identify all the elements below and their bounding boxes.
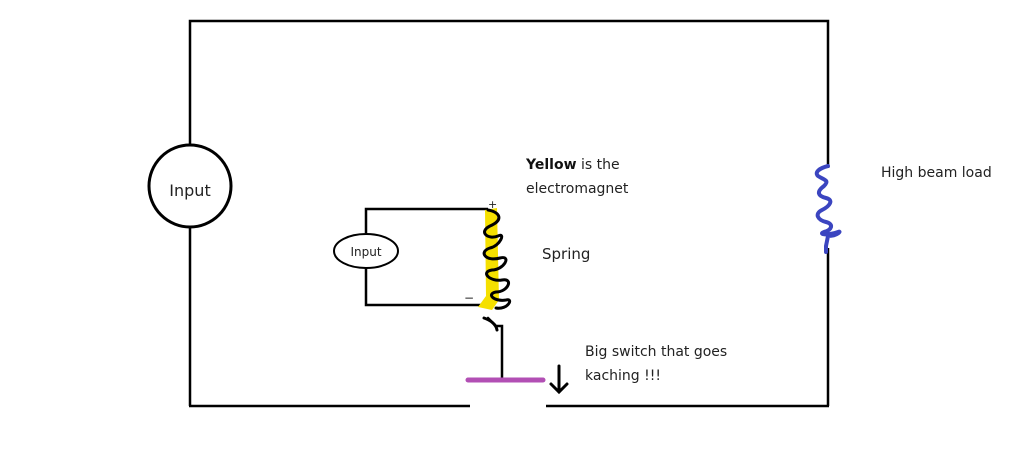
control-input-source: Input (333, 233, 399, 269)
yellow-note-line2: electromagnet (526, 181, 629, 197)
main-input-source: Input (147, 143, 233, 229)
main-circuit-wires (188, 19, 830, 408)
control-wire-top (364, 207, 488, 233)
kaching-switch (465, 364, 569, 395)
plus-sign: + (488, 198, 497, 211)
load-zigzag (814, 164, 842, 254)
yellow-note: Yellow is the (525, 157, 620, 173)
spring-label: Spring (542, 245, 590, 263)
main-input-circle (147, 143, 233, 229)
armature-wire (486, 316, 504, 382)
control-input-ellipse (333, 233, 399, 269)
load-label: High beam load (881, 165, 992, 181)
switch-label-line1: Big switch that goes (585, 344, 727, 360)
arrow-down-icon (549, 364, 569, 395)
control-circuit-wires (364, 207, 488, 307)
switch-label-line2: kaching !!! (585, 368, 661, 384)
spring-coil (482, 208, 512, 382)
yellow-note-rest: is the (577, 157, 620, 173)
main-input-label: Input (169, 181, 210, 200)
minus-sign: − (464, 291, 474, 305)
spring-coil-path (482, 208, 512, 310)
wire-left-top-right (188, 19, 830, 168)
yellow-note-bold: Yellow (525, 157, 577, 173)
control-input-label: Input (350, 245, 381, 259)
control-wire-bottom (364, 268, 482, 307)
high-beam-load (814, 164, 842, 254)
